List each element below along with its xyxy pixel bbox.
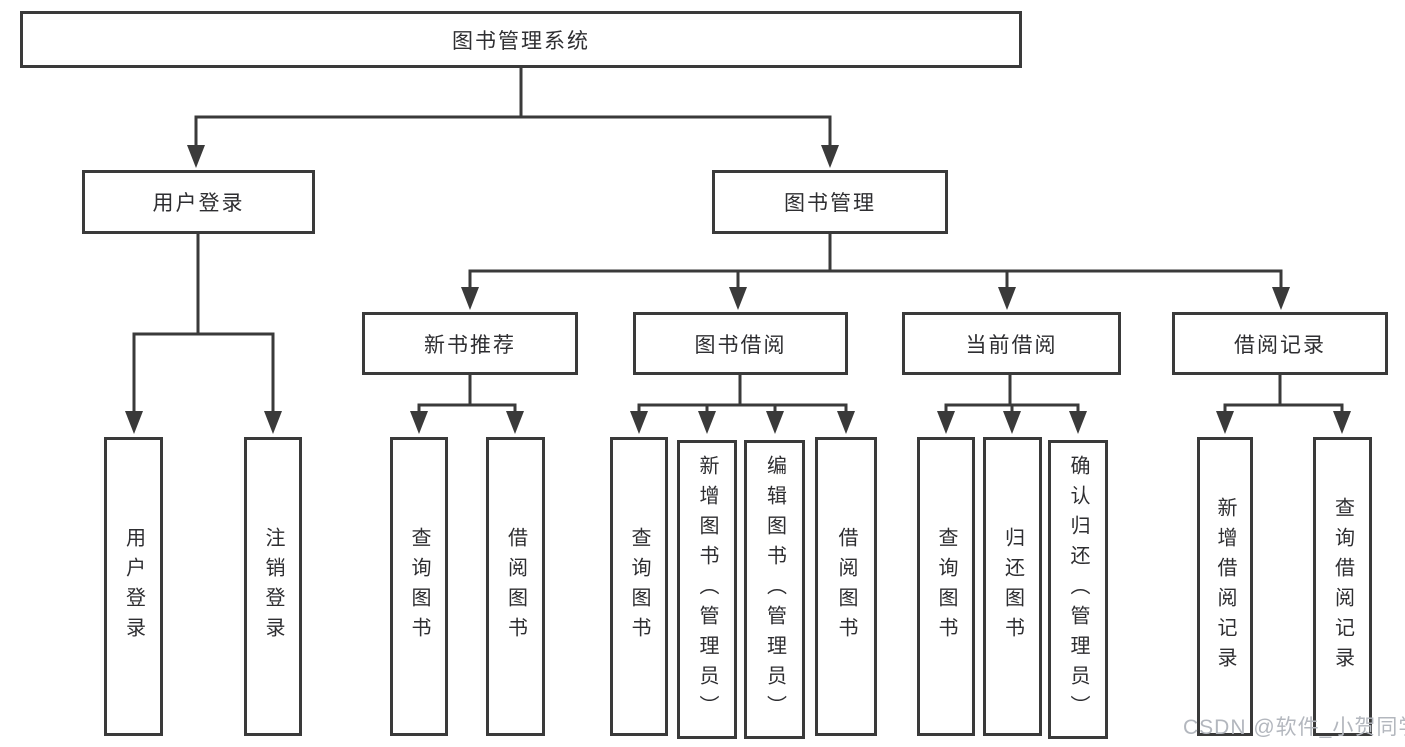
arrowhead [461, 287, 479, 310]
leaf-query-books-borrow: 查询图书 [610, 437, 668, 736]
node-current-borrow: 当前借阅 [902, 312, 1121, 375]
arrowhead [837, 411, 855, 434]
leaf-user-login: 用户登录 [104, 437, 163, 736]
node-book-management-label: 图书管理 [784, 192, 876, 215]
arrowhead [1069, 411, 1087, 434]
leaf-add-borrow-record: 新增借阅记录 [1197, 437, 1253, 736]
node-user-login: 用户登录 [82, 170, 315, 234]
arrowhead [1216, 411, 1234, 434]
connector-book-borrow-branch [630, 375, 855, 434]
node-current-borrow-label: 当前借阅 [965, 333, 1058, 357]
arrowhead [998, 287, 1016, 310]
leaf-logout-label: 注销登录 [262, 526, 284, 647]
leaf-edit-book-admin: 编辑图书（管理员） [744, 440, 805, 739]
connector-new-book-branch [410, 375, 524, 434]
leaf-query-books-recommend-label: 查询图书 [408, 526, 430, 647]
arrowhead [410, 411, 428, 434]
node-book-borrow-label: 图书借阅 [694, 333, 787, 357]
leaf-add-book-admin-label: 新增图书（管理员） [696, 454, 718, 725]
leaf-query-borrow-record: 查询借阅记录 [1313, 437, 1372, 736]
arrowhead [630, 411, 648, 434]
leaf-logout: 注销登录 [244, 437, 302, 736]
leaf-borrow-book: 借阅图书 [815, 437, 877, 736]
leaf-borrow-books-recommend-label: 借阅图书 [504, 526, 527, 647]
connector-borrow-record-branch [1216, 375, 1351, 434]
node-borrow-record-label: 借阅记录 [1234, 333, 1326, 357]
leaf-query-books-recommend: 查询图书 [390, 437, 448, 736]
node-root-label: 图书管理系统 [452, 29, 590, 53]
node-book-management: 图书管理 [712, 170, 948, 234]
arrowhead [125, 411, 143, 434]
connector-user-login-branch [125, 234, 282, 434]
leaf-query-books-current-label: 查询图书 [935, 526, 957, 647]
arrowhead [506, 411, 524, 434]
arrowhead [729, 287, 747, 310]
arrowhead [766, 411, 784, 434]
node-new-book-recommend-label: 新书推荐 [424, 333, 516, 357]
node-book-borrow: 图书借阅 [633, 312, 848, 375]
leaf-add-borrow-record-label: 新增借阅记录 [1214, 496, 1236, 677]
arrowhead [821, 145, 839, 168]
leaf-confirm-return-admin: 确认归还（管理员） [1048, 440, 1108, 739]
leaf-edit-book-admin-label: 编辑图书（管理员） [763, 454, 786, 725]
arrowhead [937, 411, 955, 434]
arrowhead [1003, 411, 1021, 434]
node-user-login-label: 用户登录 [152, 192, 245, 215]
connector-book-management-branch [461, 234, 1290, 310]
arrowhead [187, 145, 205, 168]
leaf-query-books-current: 查询图书 [917, 437, 975, 736]
arrowhead [264, 411, 282, 434]
arrowhead [698, 411, 716, 434]
leaf-add-book-admin: 新增图书（管理员） [677, 440, 737, 739]
leaf-user-login-label: 用户登录 [122, 526, 145, 647]
arrowhead [1333, 411, 1351, 434]
leaf-confirm-return-admin-label: 确认归还（管理员） [1067, 454, 1089, 725]
leaf-borrow-book-label: 借阅图书 [835, 526, 857, 647]
connector-root-to-level2 [187, 67, 839, 168]
arrowhead [1272, 287, 1290, 310]
node-borrow-record: 借阅记录 [1172, 312, 1388, 375]
leaf-borrow-books-recommend: 借阅图书 [486, 437, 545, 736]
connector-current-borrow-branch [937, 375, 1087, 434]
leaf-query-borrow-record-label: 查询借阅记录 [1331, 496, 1354, 677]
node-root: 图书管理系统 [20, 11, 1022, 68]
node-new-book-recommend: 新书推荐 [362, 312, 578, 375]
leaf-query-books-borrow-label: 查询图书 [628, 526, 650, 647]
watermark: CSDN @软件_小贺同学 [1183, 716, 1405, 739]
leaf-return-book-label: 归还图书 [1001, 526, 1024, 647]
leaf-return-book: 归还图书 [983, 437, 1042, 736]
